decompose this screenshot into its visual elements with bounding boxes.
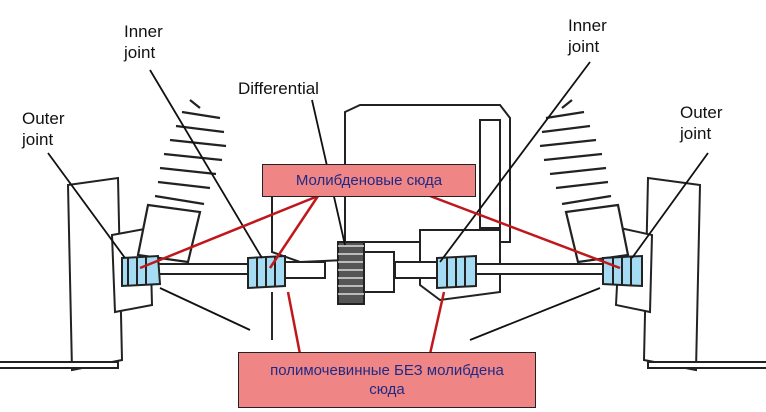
callout-lines [139, 194, 621, 355]
inner-joint-right-label: Inner joint [568, 16, 607, 56]
right-spring [539, 99, 630, 264]
polyurea-callout: полимочевинные БЕЗ молибдена сюда [238, 352, 536, 408]
inner-joint-left-label: Inner joint [124, 22, 163, 62]
outer-joint-right-label: Outer joint [680, 103, 723, 143]
differential-label: Differential [238, 79, 319, 98]
differential-gear [337, 241, 395, 305]
left-spring [136, 99, 227, 264]
outer-joint-left-label: Outer joint [22, 109, 65, 149]
molybdenum-callout: Молибденовые сюда [262, 164, 476, 197]
